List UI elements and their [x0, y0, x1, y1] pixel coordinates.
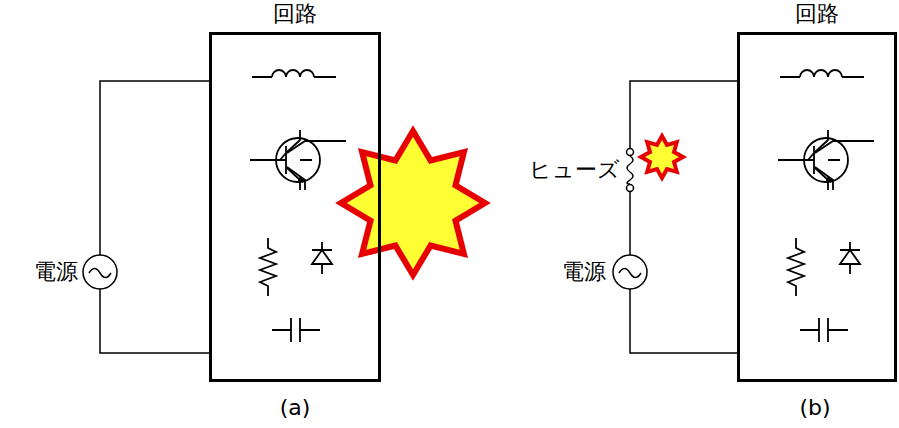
fuse-terminal: [627, 149, 634, 156]
fuse-terminal: [627, 185, 634, 192]
wire: [100, 81, 209, 353]
circuit-box: 回路: [209, 32, 381, 382]
ac-source-symbol: [613, 255, 647, 289]
circuit-box: 回路: [737, 32, 897, 382]
ac-source-symbol: [83, 255, 117, 289]
fuse-symbol: [627, 156, 633, 184]
component-symbols: [778, 70, 874, 342]
power-source-label: 電源: [562, 261, 606, 283]
fuse-label: ヒューズ: [529, 159, 620, 181]
wire: [630, 81, 737, 353]
component-symbols: [250, 70, 346, 342]
figure-label: (a): [280, 397, 311, 419]
figure-label: (b): [799, 397, 830, 419]
box-heading: 回路: [273, 0, 317, 29]
box-heading: 回路: [795, 0, 839, 29]
power-source-label: 電源: [34, 261, 78, 283]
blown-fuse-mark: [641, 136, 683, 178]
explosion-mark: [341, 131, 485, 275]
